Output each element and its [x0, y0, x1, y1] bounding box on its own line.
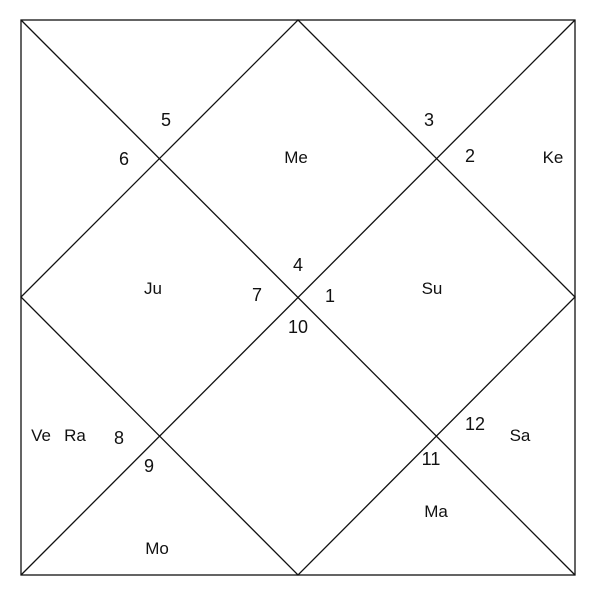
diagonal-line-anti	[20, 19, 576, 576]
planet-ketu: Ke	[543, 148, 564, 167]
house-number-6: 6	[119, 149, 129, 169]
planet-mars: Ma	[424, 502, 448, 521]
planet-jupiter: Ju	[144, 279, 162, 298]
house-number-10: 10	[288, 317, 308, 337]
house-number-8: 8	[114, 428, 124, 448]
house-number-5: 5	[161, 110, 171, 130]
inner-diamond	[20, 19, 576, 576]
planet-moon: Mo	[145, 539, 169, 558]
planet-venus: Ve	[31, 426, 51, 445]
house-number-9: 9	[144, 456, 154, 476]
house-number-11: 11	[422, 449, 441, 469]
house-number-2: 2	[465, 146, 475, 166]
house-number-4: 4	[293, 255, 303, 275]
planet-mercury: Me	[284, 148, 308, 167]
planet-rahu: Ra	[64, 426, 86, 445]
house-number-3: 3	[424, 110, 434, 130]
house-number-7: 7	[252, 285, 262, 305]
house-number-12: 12	[465, 414, 485, 434]
house-number-1: 1	[325, 286, 335, 306]
planet-sun: Su	[422, 279, 443, 298]
planet-saturn: Sa	[510, 426, 531, 445]
